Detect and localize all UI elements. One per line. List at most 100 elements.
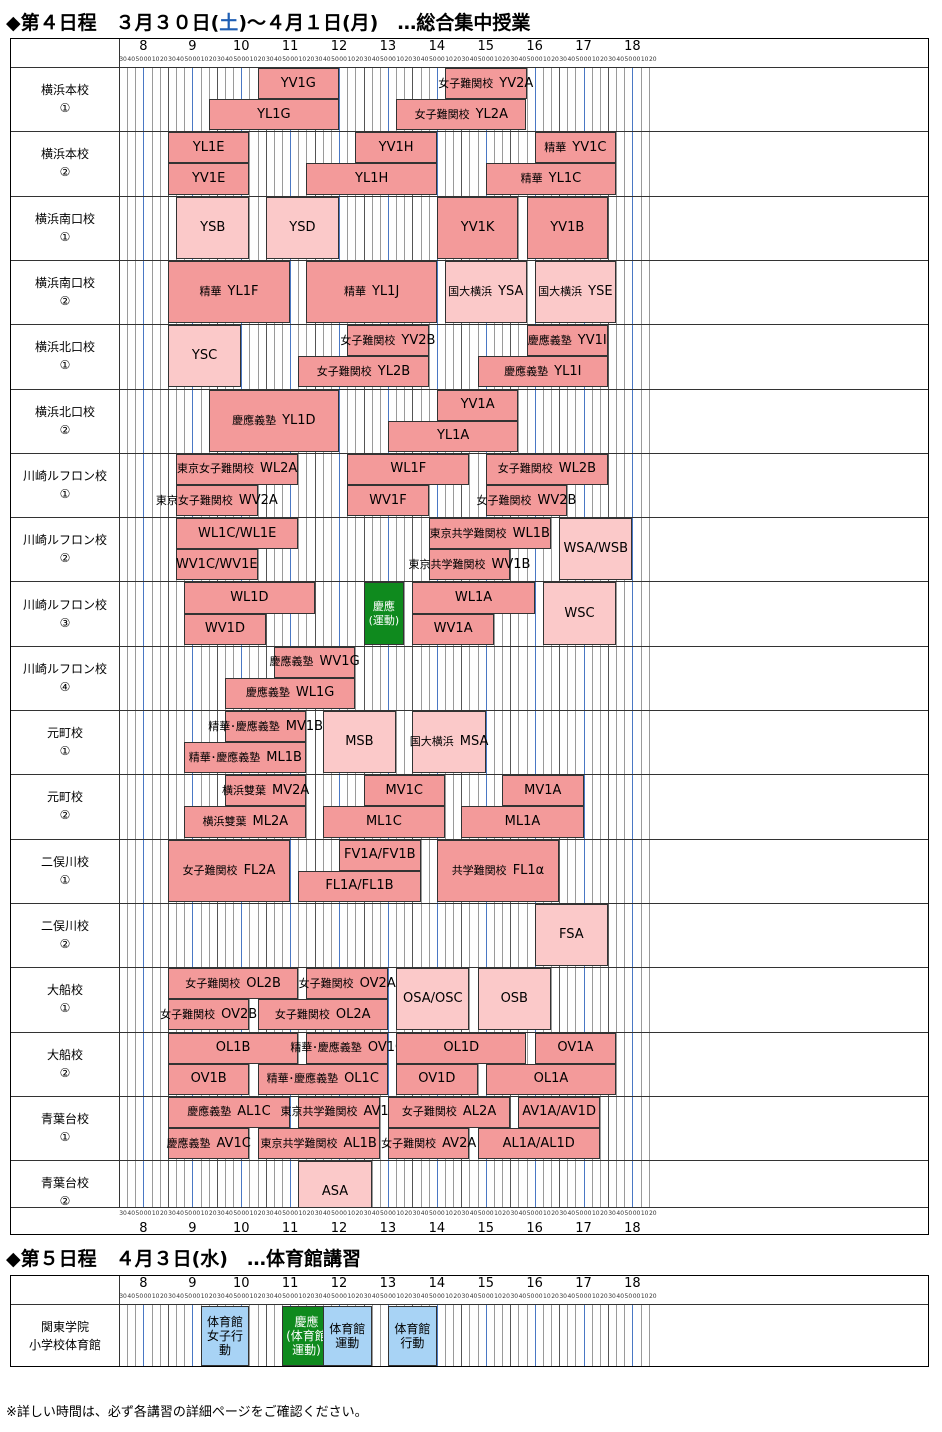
minute-label: 50 [477, 1293, 486, 1300]
minute-label: 20 [551, 1210, 559, 1217]
class-block: OV1B [167, 1063, 250, 1095]
hour-label: 14 [428, 39, 446, 54]
class-block-code: FSA [558, 927, 584, 943]
class-block: WV1F [347, 484, 429, 517]
grid-line [534, 39, 536, 1234]
hour-label: 8 [139, 39, 148, 54]
class-block-code: YV1K [460, 219, 495, 235]
hour-label: 10 [232, 1221, 250, 1235]
grid-line [445, 1276, 446, 1366]
class-block-code: WV1D [204, 621, 245, 637]
grid-line [534, 1276, 536, 1366]
minute-label: 40 [322, 1210, 331, 1217]
row-label-number: ② [59, 165, 71, 180]
minute-label: 20 [257, 56, 266, 63]
class-block-code: WV2A [238, 492, 278, 508]
minute-label: 40 [225, 1210, 233, 1217]
day4-heading-suffix: )〜４月１日(月) …総合集中授業 [238, 12, 531, 34]
minute-label: 50 [575, 1293, 584, 1300]
minute-label: 10 [543, 1210, 551, 1217]
minute-label: 20 [502, 56, 510, 63]
minute-label: 00 [339, 1210, 347, 1217]
minute-label: 50 [624, 1293, 633, 1300]
class-block-prefix: 慶應義塾 [527, 333, 572, 347]
minute-label: 30 [168, 1293, 176, 1300]
row-label-number: ① [59, 229, 71, 244]
class-block: YSD [265, 196, 340, 259]
hour-label: 10 [232, 1276, 250, 1291]
minute-label: 30 [412, 56, 421, 63]
class-block: OL1D [396, 1032, 527, 1064]
grid-line [583, 1276, 585, 1366]
class-block: FSA [534, 903, 608, 967]
class-block-code: WV1C/WV1E [175, 556, 258, 572]
minute-label: 30 [608, 1293, 616, 1300]
class-block: 慶應(運動) [363, 582, 405, 645]
grid-line [322, 39, 324, 1234]
row-label-school: 川崎ルフロン校 [22, 533, 107, 548]
class-block-prefix: 東京共学難関校 [280, 1105, 358, 1119]
hour-label: 11 [281, 1221, 299, 1235]
grid-line [290, 39, 292, 1234]
class-block: AL1A/AL1D [477, 1127, 600, 1160]
minute-label: 50 [575, 56, 584, 63]
minute-label: 10 [347, 56, 356, 63]
minute-label: 10 [249, 56, 258, 63]
minute-label: 50 [526, 56, 535, 63]
row-label-number: ② [59, 551, 71, 566]
grid-line [510, 1276, 512, 1366]
minute-label: 00 [192, 1210, 201, 1217]
class-block-code: OV1A [557, 1040, 594, 1056]
row-divider [11, 1304, 928, 1305]
gym-row-label: 関東学院小学校体育館 [11, 1304, 119, 1366]
hour-label: 17 [575, 1221, 592, 1235]
class-block-code: YL1D [282, 412, 316, 428]
minute-label: 10 [445, 56, 453, 63]
row-divider [11, 967, 928, 969]
hour-label: 12 [330, 39, 348, 54]
class-block-code: YSC [191, 348, 218, 364]
class-block-code: ML2A [252, 814, 289, 829]
class-block-prefix: 女子難関校 [316, 364, 372, 378]
row-label-school: 横浜本校 [40, 83, 89, 98]
row-label-school: 青葉台校 [40, 1111, 89, 1126]
hour-label: 9 [188, 1221, 197, 1235]
gym-label-place: 小学校体育館 [28, 1338, 101, 1352]
grid-line [176, 1276, 178, 1366]
minute-label: 00 [192, 1293, 201, 1300]
grid-line [151, 39, 153, 1234]
grid-line [127, 39, 129, 1234]
gym-block-text: 慶應 [294, 1315, 319, 1329]
minute-label: 20 [306, 1293, 315, 1300]
class-block-code: OSB [500, 991, 528, 1007]
minute-label: 00 [241, 1293, 250, 1300]
class-block: OL1B [167, 1032, 299, 1064]
grid-line [347, 39, 349, 1234]
minute-label: 50 [233, 1210, 241, 1217]
class-block-code: WL1C/WL1E [197, 525, 277, 541]
row-divider [11, 452, 928, 454]
grid-line [339, 39, 341, 1234]
minute-label: 30 [510, 1293, 519, 1300]
class-block: WSA/WSB [559, 518, 633, 581]
minute-label: 00 [241, 1210, 250, 1217]
grid-line [461, 1276, 463, 1366]
class-block-code: WL2A [260, 461, 298, 477]
minute-label: 20 [355, 1210, 364, 1217]
gym-block-text: 体育館 [206, 1315, 243, 1329]
class-block-code: ML1B [266, 749, 302, 765]
row-label-school: 横浜北口校 [34, 404, 95, 419]
minute-label: 50 [184, 1210, 193, 1217]
gym-block-text: 行動 [400, 1336, 425, 1350]
class-block-code: WV1A [433, 621, 473, 637]
minute-label: 30 [510, 1210, 519, 1217]
